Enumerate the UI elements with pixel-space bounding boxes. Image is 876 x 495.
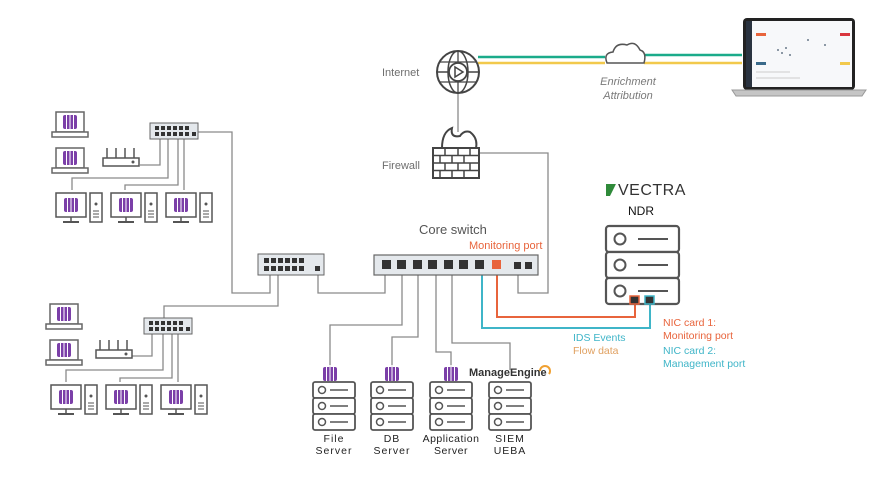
vectra-logo-icon: [606, 184, 618, 196]
firewall-label: Firewall: [382, 160, 420, 172]
dashboard-laptop-icon: [731, 18, 867, 97]
distribution-switch: [257, 253, 325, 276]
file-server-icon: [312, 381, 356, 431]
attribution-text: Attribution: [603, 90, 653, 102]
laptop-4: [46, 340, 82, 365]
firewall-icon: [432, 126, 480, 179]
nic2-desc: Management port: [663, 358, 746, 370]
desktop-4: [51, 385, 97, 414]
nic2-port: [644, 295, 655, 305]
monitoring-line: [496, 270, 636, 318]
nic2-label: NIC card 2: Management port: [663, 345, 745, 371]
desktop-1: [56, 193, 102, 222]
enrichment-text: Enrichment: [600, 76, 656, 88]
access-switch-bottom: [143, 317, 193, 335]
monitoring-port: [492, 260, 501, 269]
vectra-logo-text: VECTRA: [618, 182, 686, 199]
agent-icon-file: [322, 364, 338, 384]
ids-events-label: IDS Events: [573, 332, 626, 344]
nic1-label: NIC card 1: Monitoring port: [663, 317, 733, 343]
server-label-db: DB Server: [367, 433, 417, 457]
agent-icon-app: [443, 364, 459, 384]
server-label-siem: SIEM UEBA: [485, 433, 535, 457]
laptop-2: [52, 148, 88, 173]
ndr-appliance-icon: [604, 224, 681, 306]
server-label-line1: DB: [383, 433, 401, 445]
desktop-2: [111, 193, 157, 222]
core-switch: [373, 254, 539, 276]
application-server-icon: [429, 381, 473, 431]
server-label-line2: Server: [373, 445, 411, 457]
desktop-6: [161, 385, 207, 414]
access-switch-top: [149, 122, 199, 140]
management-line: [481, 270, 651, 329]
flow-data-label: Flow data: [573, 345, 619, 357]
router-1: [102, 147, 140, 167]
nic1-port: [629, 295, 640, 305]
server-label-line1: File: [323, 433, 345, 445]
internet-label: Internet: [382, 67, 420, 79]
manageengine-logo: ManageEngine: [469, 367, 547, 379]
ndr-label: NDR: [628, 204, 654, 218]
enrichment-label: Enrichment Attribution: [597, 75, 659, 103]
cloud-icon: [605, 42, 646, 64]
connection-lines: [65, 92, 549, 382]
laptop-1: [52, 112, 88, 137]
server-label-line2: Server: [434, 445, 468, 457]
agent-icon-db: [384, 364, 400, 384]
server-label-line2: UEBA: [493, 445, 527, 457]
server-label-line1: Application: [422, 433, 480, 445]
nic2-title: NIC card 2:: [663, 345, 717, 357]
nic1-desc: Monitoring port: [663, 330, 734, 342]
internet-globe-icon: [436, 50, 480, 94]
nic1-title: NIC card 1:: [663, 317, 717, 329]
desktop-5: [106, 385, 152, 414]
laptop-3: [46, 304, 82, 329]
server-label-file: File Server: [309, 433, 359, 457]
router-2: [95, 339, 133, 359]
monitoring-port-label: Monitoring port: [469, 240, 543, 252]
manageengine-swoosh-icon: [539, 365, 551, 375]
db-server-icon: [370, 381, 414, 431]
desktop-3: [166, 193, 212, 222]
server-label-line1: SIEM: [495, 433, 525, 445]
server-label-application: Application Server: [418, 433, 484, 457]
server-label-line2: Server: [315, 445, 353, 457]
core-switch-label: Core switch: [419, 222, 487, 237]
siem-server-icon: [488, 381, 532, 431]
